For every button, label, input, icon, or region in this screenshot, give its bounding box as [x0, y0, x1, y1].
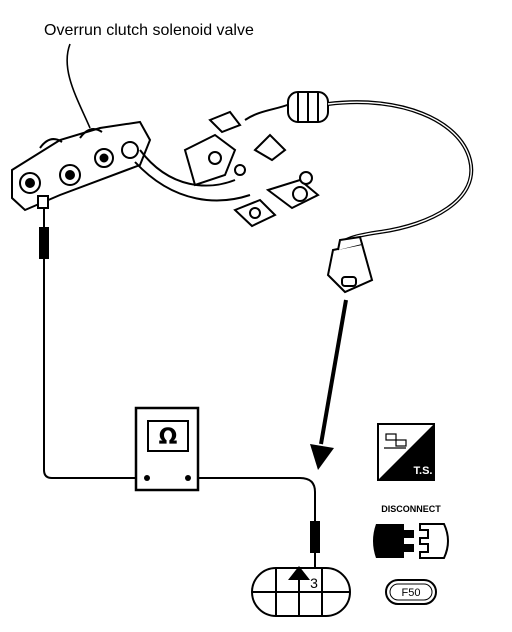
terminal-number: 3: [310, 575, 318, 591]
component-label: Overrun clutch solenoid valve: [44, 22, 254, 39]
pointer-arrow: [310, 299, 348, 470]
connector-code-badge: [385, 579, 437, 605]
ts-badge: T.S.: [414, 465, 433, 477]
ts-icon: [377, 423, 435, 481]
solenoid-harness-illustration: [11, 91, 474, 294]
ohmmeter-icon: Ω: [134, 406, 200, 492]
connector-code: F50: [402, 587, 421, 599]
connector-face-icon: [251, 566, 351, 617]
disconnect-connector-icon: [373, 523, 449, 559]
label-leader-line: [66, 43, 91, 129]
test-leads: [39, 208, 320, 568]
disconnect-label: DISCONNECT: [381, 504, 441, 514]
ohm-symbol: Ω: [159, 425, 178, 450]
